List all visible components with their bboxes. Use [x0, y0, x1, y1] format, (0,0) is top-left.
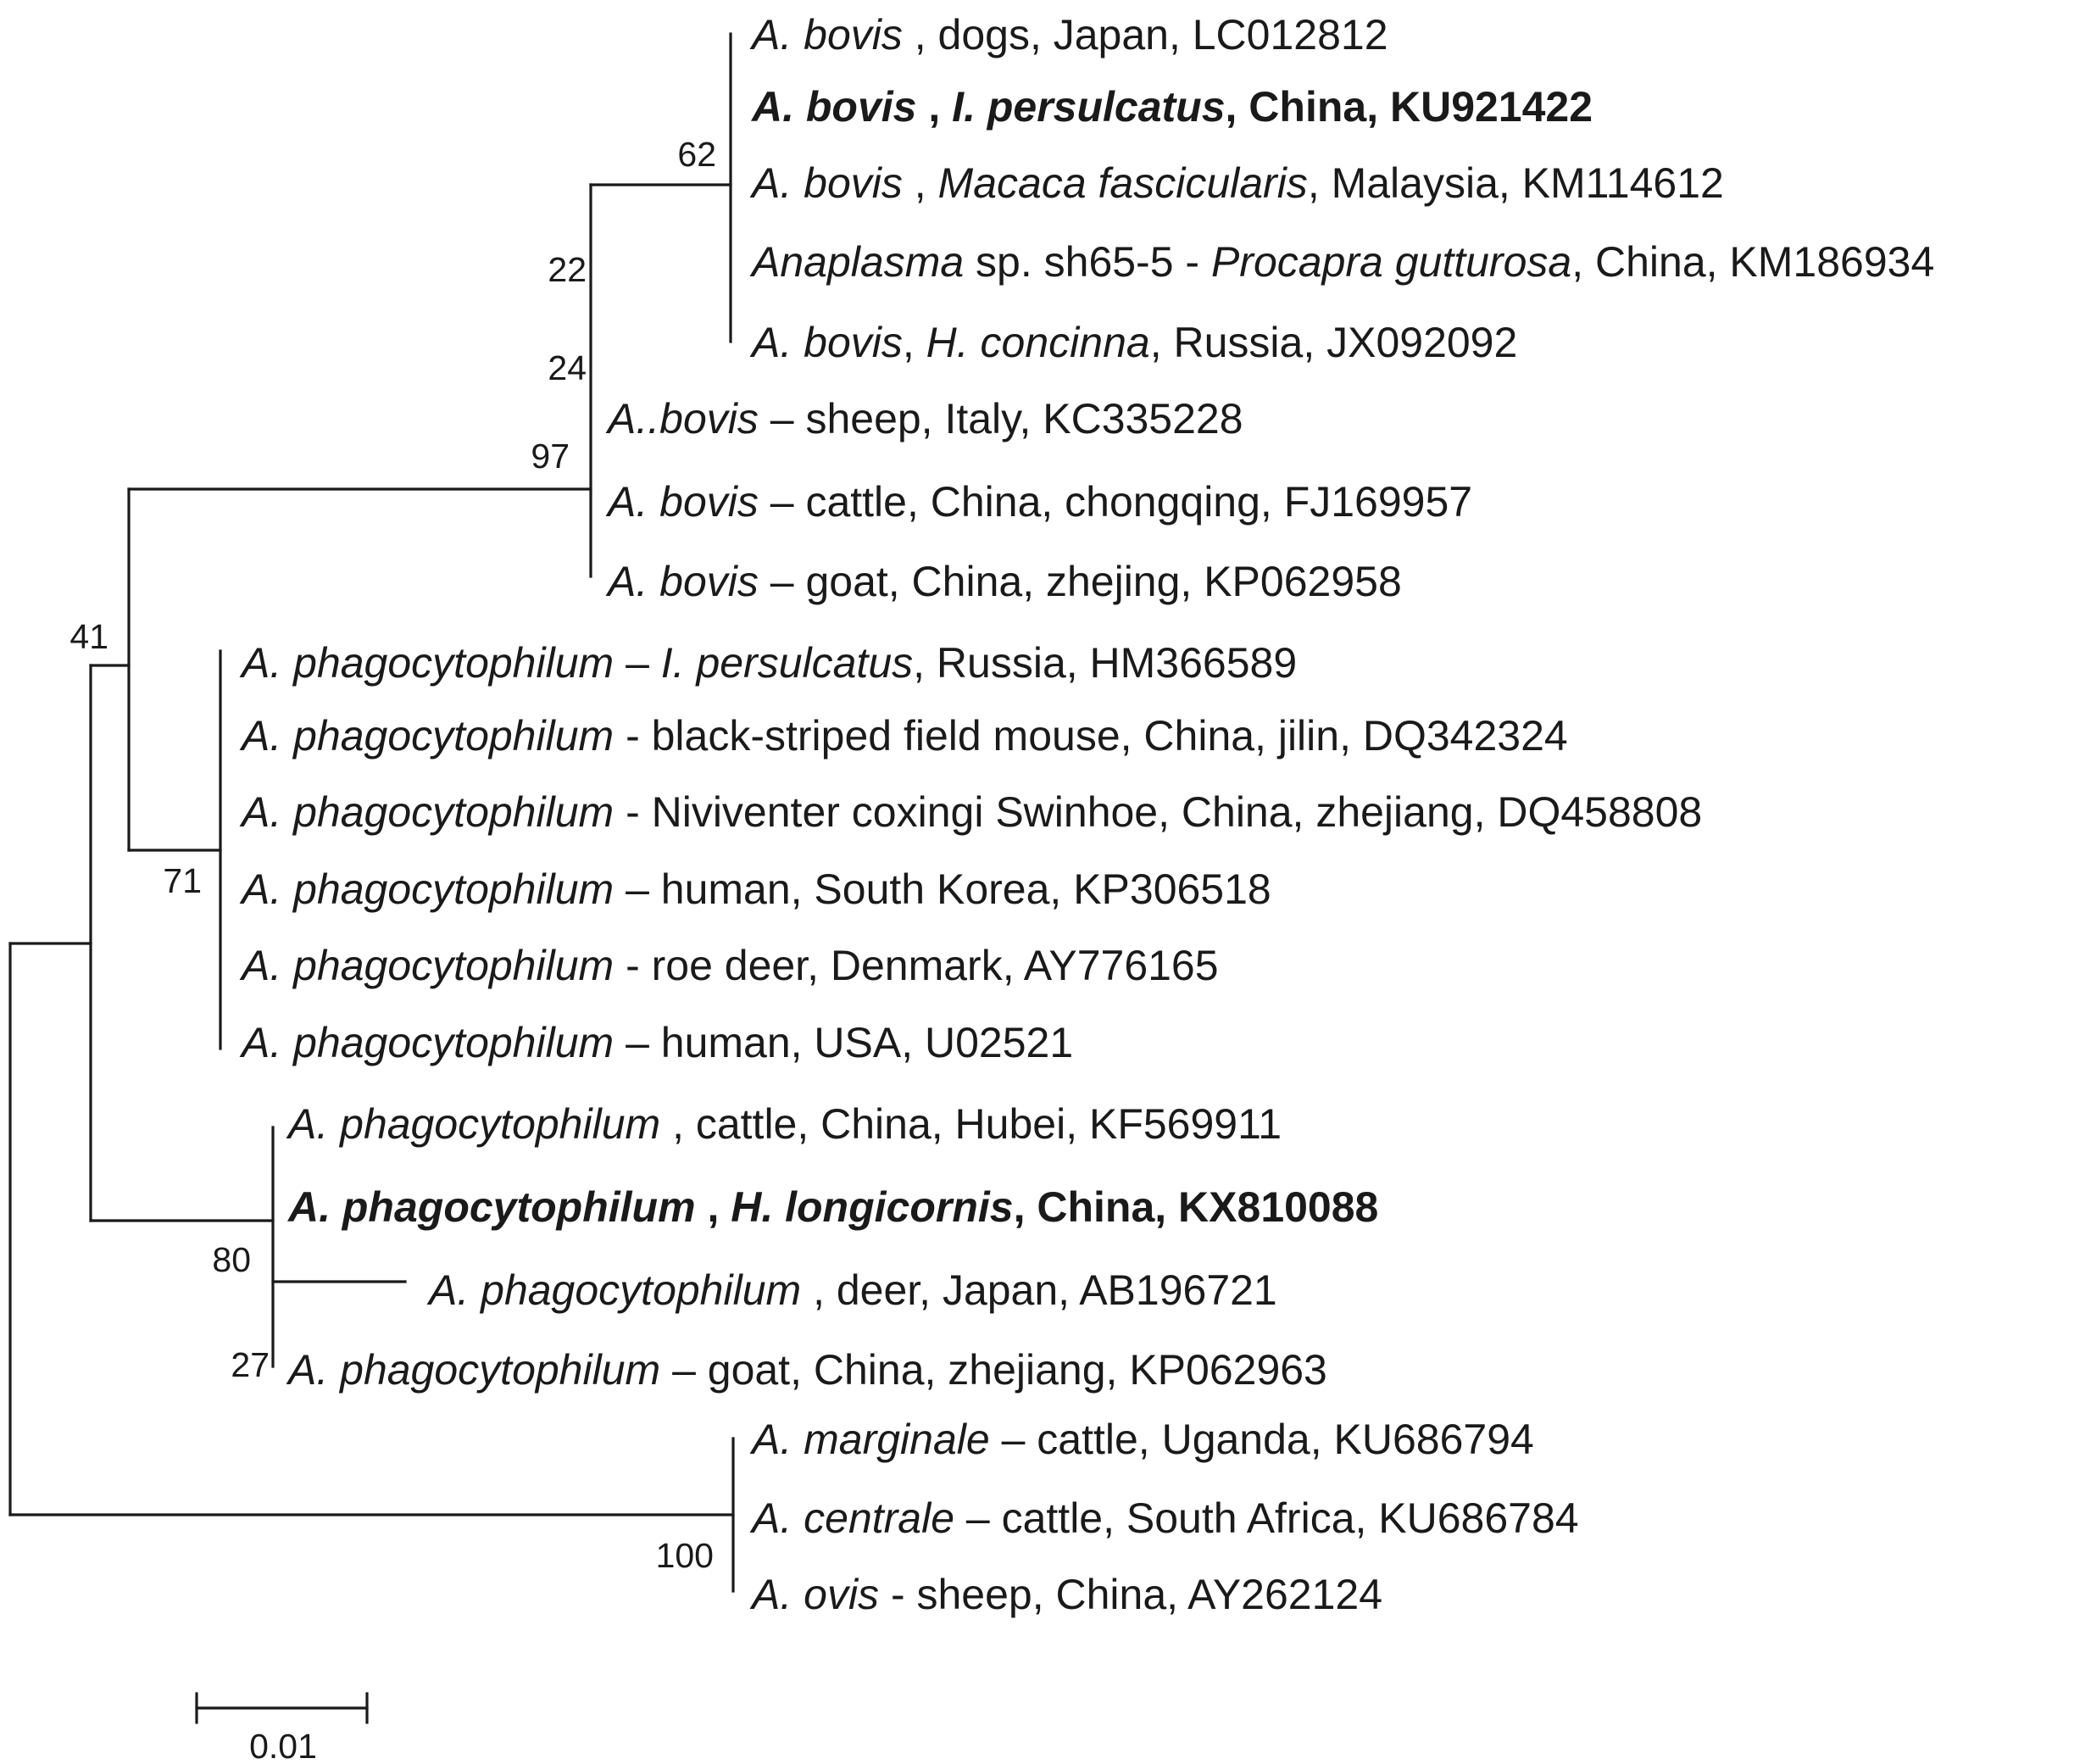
taxon-label-t8: A. bovis – goat, China, zhejing, KP06295…	[605, 558, 1402, 605]
taxon-label-part: , China, KX810088	[1014, 1183, 1379, 1231]
taxon-label-part: – cattle, Uganda, KU686794	[990, 1416, 1534, 1463]
taxon-label-part: A. phagocytophilum	[239, 942, 614, 989]
taxon-label-part: ,	[903, 159, 938, 207]
taxon-label-t18: A. phagocytophilum – goat, China, zhejia…	[286, 1346, 1327, 1394]
taxon-label-t16: A. phagocytophilum , H. longicornis, Chi…	[286, 1183, 1378, 1231]
taxon-label-part: I. persulcatus	[661, 639, 913, 687]
bootstrap-labels: 62 22 24 97 41 71 80 27 100	[70, 135, 716, 1575]
taxon-label-part: A. phagocytophilum	[286, 1100, 660, 1148]
taxon-label-part: A. phagocytophilum	[239, 639, 614, 687]
taxon-label-t15: A. phagocytophilum , cattle, China, Hube…	[286, 1100, 1282, 1148]
bootstrap-41: 41	[70, 617, 108, 656]
taxon-label-part: , dogs, Japan, LC012812	[903, 11, 1388, 58]
taxon-label-t2: A. bovis , I. persulcatus, China, KU9214…	[750, 83, 1593, 131]
taxon-label-part: - black-striped field mouse, China, jili…	[614, 712, 1568, 760]
taxon-label-part: A. bovis	[750, 83, 916, 131]
taxon-label-part: A. centrale	[749, 1494, 954, 1542]
bootstrap-27: 27	[231, 1345, 270, 1384]
taxon-label-part: ,	[916, 83, 952, 131]
taxon-label-part: Anaplasma	[749, 238, 964, 286]
taxon-label-part: – human, South Korea, KP306518	[614, 865, 1271, 913]
taxon-label-part: A. bovis	[749, 319, 903, 366]
taxon-label-part: Macaca fascicularis	[938, 159, 1308, 207]
taxon-label-part: A. phagocytophilum	[239, 1019, 614, 1066]
bootstrap-62: 62	[677, 135, 716, 174]
bootstrap-24: 24	[548, 348, 587, 387]
taxon-label-part: – goat, China, zhejiang, KP062963	[660, 1346, 1327, 1394]
taxon-label-part: –	[614, 639, 661, 687]
taxon-label-part: A. bovis	[605, 558, 759, 605]
taxon-label-part: A. phagocytophilum	[426, 1266, 801, 1314]
taxon-label-t10: A. phagocytophilum - black-striped field…	[239, 712, 1568, 760]
taxon-label-part: I. persulcatus	[952, 83, 1225, 131]
taxon-label-t5: A. bovis, H. concinna, Russia, JX092092	[749, 319, 1517, 366]
scale-bar: 0.01	[195, 1692, 369, 1764]
taxon-label-t19: A. marginale – cattle, Uganda, KU686794	[749, 1416, 1534, 1463]
taxon-label-part: , Russia, JX092092	[1150, 319, 1518, 366]
bootstrap-97: 97	[531, 437, 570, 476]
taxon-label-part: - roe deer, Denmark, AY776165	[614, 942, 1218, 989]
taxon-label-part: , cattle, China, Hubei, KF569911	[660, 1100, 1282, 1148]
taxon-label-t14: A. phagocytophilum – human, USA, U02521	[239, 1019, 1073, 1066]
taxon-label-part: H. concinna	[926, 319, 1150, 366]
taxon-label-part: A. phagocytophilum	[239, 865, 614, 913]
taxon-label-part: - sheep, China, AY262124	[879, 1571, 1382, 1618]
taxon-label-part: A. phagocytophilum	[286, 1183, 696, 1231]
taxon-label-part: A. bovis	[749, 11, 903, 58]
tree-branches	[8, 32, 735, 1593]
taxon-label-part: A. phagocytophilum	[286, 1346, 660, 1394]
bootstrap-71: 71	[163, 861, 202, 900]
taxon-label-t13: A. phagocytophilum - roe deer, Denmark, …	[239, 942, 1219, 989]
taxon-label-t6: A..bovis – sheep, Italy, KC335228	[605, 395, 1243, 442]
taxon-label-part: Procapra gutturosa	[1211, 238, 1571, 286]
taxon-label-t12: A. phagocytophilum – human, South Korea,…	[239, 865, 1271, 913]
taxon-label-part: A. phagocytophilum	[239, 712, 614, 760]
taxon-label-t1: A. bovis , dogs, Japan, LC012812	[749, 11, 1388, 58]
taxon-label-part: – human, USA, U02521	[614, 1019, 1073, 1066]
taxon-label-part: , Malaysia, KM114612	[1308, 159, 1724, 207]
taxon-label-t9: A. phagocytophilum – I. persulcatus, Rus…	[239, 639, 1297, 687]
taxon-label-part: , China, KM186934	[1571, 238, 1934, 286]
taxon-label-part: , deer, Japan, AB196721	[801, 1266, 1277, 1314]
taxon-label-part: A. marginale	[749, 1416, 990, 1463]
taxon-label-part: , Russia, HM366589	[913, 639, 1297, 687]
bootstrap-100: 100	[656, 1536, 714, 1575]
taxon-label-t21: A. ovis - sheep, China, AY262124	[749, 1571, 1382, 1618]
taxon-label-t11: A. phagocytophilum - Niviventer coxingi …	[239, 788, 1702, 836]
taxon-label-t4: Anaplasma sp. sh65-5 - Procapra gutturos…	[749, 238, 1934, 286]
taxon-label-part: – cattle, South Africa, KU686784	[954, 1494, 1579, 1542]
taxon-label-part: A. bovis	[749, 159, 903, 207]
taxon-label-part: A..bovis	[605, 395, 759, 442]
taxon-label-part: , China, KU921422	[1226, 83, 1593, 131]
taxon-label-part: A. ovis	[749, 1571, 879, 1618]
taxon-label-part: ,	[696, 1183, 731, 1231]
taxon-label-part: H. longicornis	[731, 1183, 1013, 1231]
taxon-label-part: – cattle, China, chongqing, FJ169957	[759, 478, 1472, 526]
taxon-label-part: sp. sh65-5 -	[964, 238, 1211, 286]
taxon-label-part: - Niviventer coxingi Swinhoe, China, zhe…	[614, 788, 1702, 836]
taxon-label-t3: A. bovis , Macaca fascicularis, Malaysia…	[749, 159, 1724, 207]
taxon-label-part: A. bovis	[605, 478, 759, 526]
taxon-label-part: ,	[903, 319, 926, 366]
taxon-label-t7: A. bovis – cattle, China, chongqing, FJ1…	[605, 478, 1472, 526]
bootstrap-80: 80	[212, 1240, 251, 1279]
taxon-label-part: – goat, China, zhejing, KP062958	[759, 558, 1402, 605]
taxon-label-t17: A. phagocytophilum , deer, Japan, AB1967…	[426, 1266, 1277, 1314]
taxon-label-part: A. phagocytophilum	[239, 788, 614, 836]
scale-bar-label: 0.01	[249, 1727, 317, 1764]
bootstrap-22: 22	[548, 250, 587, 289]
taxon-label-t20: A. centrale – cattle, South Africa, KU68…	[749, 1494, 1579, 1542]
taxon-label-part: – sheep, Italy, KC335228	[759, 395, 1243, 442]
